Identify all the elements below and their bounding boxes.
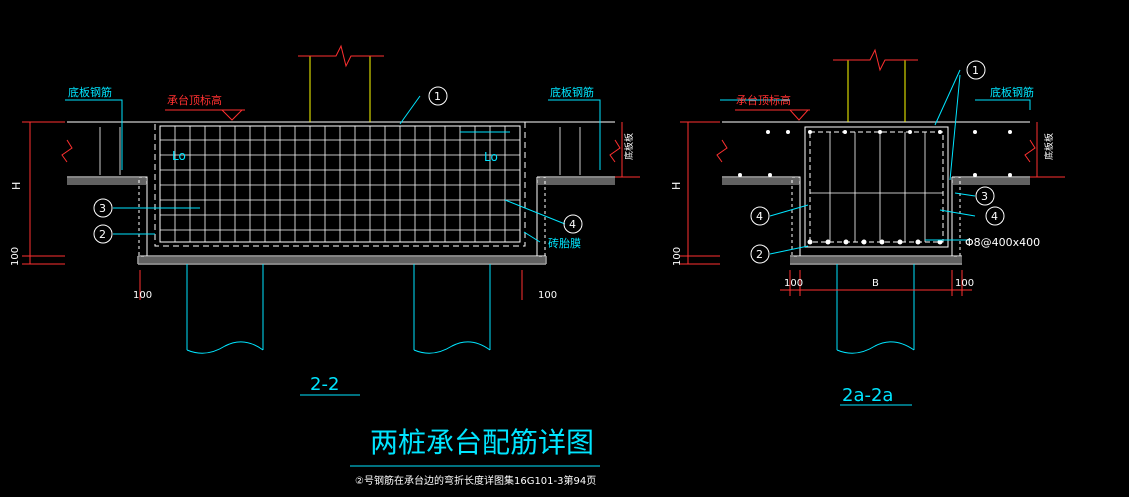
callout-4-left: 4: [569, 218, 576, 231]
side-tag-right: 底板板: [1043, 133, 1055, 160]
callout-3-left: 3: [99, 202, 106, 215]
callout-2-right: 2: [756, 248, 763, 261]
label-cap-top-left: 承台顶标高: [167, 93, 222, 107]
dim-100-bottom-left: 100: [133, 290, 152, 301]
section-2a-2a: [680, 48, 1065, 406]
callout-2-left: 2: [99, 228, 106, 241]
dim-100-vertical-left: 100: [10, 247, 21, 266]
label-lo-right: Lo: [484, 150, 498, 164]
callout-3-right: 3: [981, 190, 988, 203]
dim-h-right: H: [670, 182, 683, 190]
label-stirrup: Φ8@400x400: [965, 236, 1040, 249]
caption-2a-2a: 2a-2a: [842, 385, 893, 406]
dim-100-vertical-right: 100: [672, 247, 683, 266]
drawing-note: ②号钢筋在承台边的弯折长度详图集16G101-3第94页: [355, 474, 596, 487]
side-tag-left: 底板板: [623, 133, 635, 160]
label-lo-left: Lo: [172, 149, 186, 163]
labels: 底板钢筋 底板钢筋 承台顶标高 Lo Lo 砖胎膜 H 100 100 100 …: [10, 64, 1055, 487]
label-floor-rebar-left: 底板钢筋: [68, 85, 112, 99]
label-floor-rebar-right-section: 底板钢筋: [990, 85, 1034, 99]
callout-4-right-right: 4: [991, 210, 998, 223]
label-cap-top-right: 承台顶标高: [736, 93, 791, 107]
dim-100-right-right: 100: [955, 278, 974, 289]
label-brick-formwork: 砖胎膜: [548, 236, 581, 250]
dim-h-left: H: [10, 182, 23, 190]
dim-100-right-left: 100: [784, 278, 803, 289]
drawing-title: 两桩承台配筋详图: [370, 426, 594, 459]
callout-4-right-left: 4: [756, 210, 763, 223]
callout-1-right: 1: [972, 64, 979, 77]
callout-1-left: 1: [434, 90, 441, 103]
caption-2-2: 2-2: [310, 374, 339, 395]
dim-100-bottom-right: 100: [538, 290, 557, 301]
dim-b: B: [872, 278, 879, 289]
section-2-2: [22, 44, 640, 396]
label-floor-rebar-right: 底板钢筋: [550, 85, 594, 99]
